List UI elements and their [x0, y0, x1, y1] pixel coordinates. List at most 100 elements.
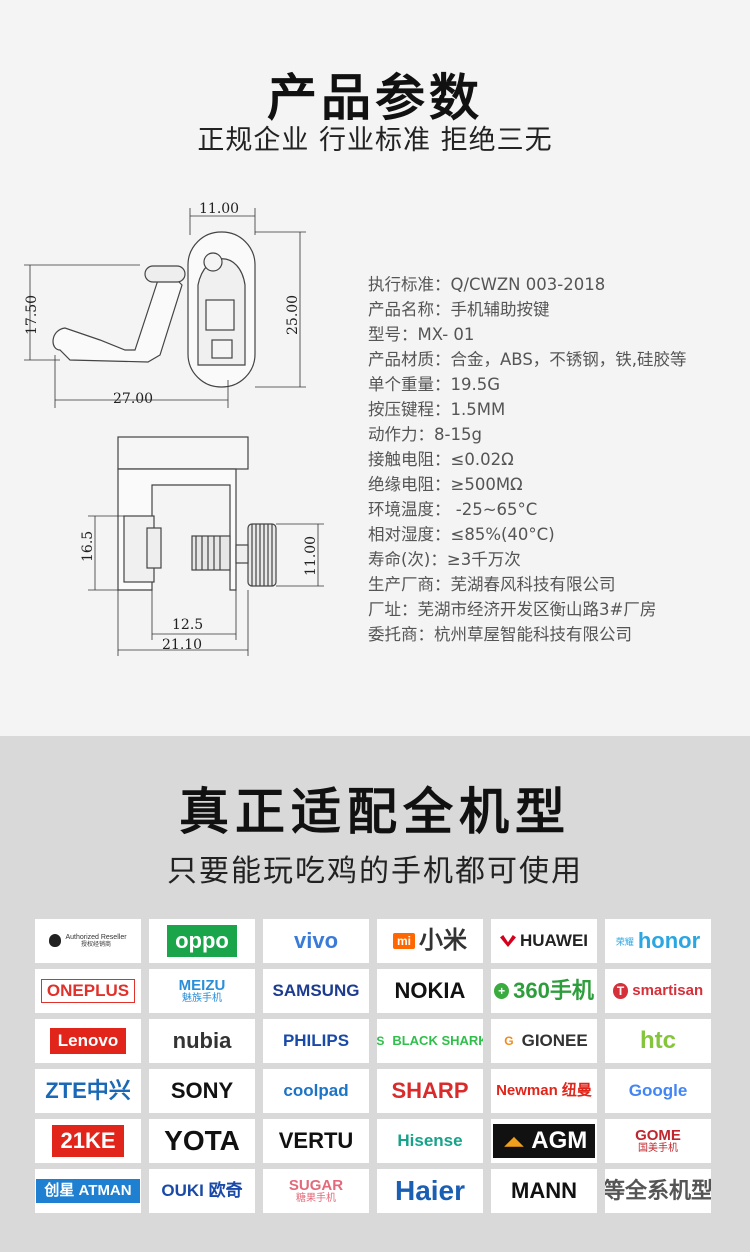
brand-tile: Haier	[377, 1169, 483, 1213]
brand-name: Authorized Reseller	[65, 934, 127, 942]
spec-weight: 单个重量：19.5G	[368, 375, 501, 394]
brand-tile: OUKI 欧奇	[149, 1169, 255, 1213]
top-view-dimensions	[24, 208, 306, 408]
brand-name: Newman 纽曼	[496, 1082, 592, 1100]
brand-tile: nubia	[149, 1019, 255, 1063]
brand-name: GIONEE	[521, 1031, 588, 1051]
brand-tile: G GIONEE	[491, 1019, 597, 1063]
brand-tile: SAMSUNG	[263, 969, 369, 1013]
brand-subtitle: 授权经销商	[80, 941, 111, 948]
brand-badge-icon: T	[612, 983, 629, 999]
brand-name: coolpad	[283, 1081, 349, 1101]
spec-standard: 执行标准：Q/CWZN 003-2018	[368, 275, 606, 294]
compat-title: 真正适配全机型	[179, 783, 571, 841]
brand-subtitle: 糖果手机	[295, 1192, 336, 1204]
spec-temperature: 环境温度： -25~65°C	[368, 500, 538, 519]
brand-tile: 创星 ATMAN	[35, 1169, 141, 1213]
dim-side-height-left: 16.5	[80, 531, 96, 562]
brand-tile: coolpad	[263, 1069, 369, 1113]
brand-name: SAMSUNG	[272, 981, 360, 1001]
brand-tile: 21KE	[35, 1119, 141, 1163]
brand-name: NOKIA	[394, 978, 466, 1004]
brand-tile: S BLACK SHARK	[377, 1019, 483, 1063]
brand-name: oppo	[175, 928, 229, 954]
brand-name: Haier	[394, 1175, 466, 1207]
product-params-section: 产品参数 正规企业 行业标准 拒绝三无 11.00 17.50 25.00 2	[24, 69, 740, 656]
spec-lifespan: 寿命(次)：≥3千万次	[368, 550, 521, 569]
apple-icon	[49, 934, 62, 948]
dim-side-total-width: 21.10	[162, 637, 202, 653]
brand-tile: Lenovo	[35, 1019, 141, 1063]
brand-badge-icon: ◢◣	[504, 1134, 524, 1148]
brand-name: ZTE中兴	[45, 1078, 131, 1104]
spec-material: 产品材质：合金，ABS，不锈钢，铁,硅胶等	[368, 350, 687, 369]
brand-tile: htc	[605, 1019, 711, 1063]
spec-contact-resistance: 接触电阻：≤0.02Ω	[368, 450, 514, 469]
brand-tile: SHARP	[377, 1069, 483, 1113]
dim-width-bottom: 27.00	[113, 391, 153, 407]
brand-name: MANN	[511, 1178, 577, 1204]
brand-name: BLACK SHARK	[392, 1033, 483, 1049]
brand-tile: VERTU	[263, 1119, 369, 1163]
spec-client: 委托商：杭州草屋智能科技有限公司	[368, 625, 632, 644]
huawei-icon	[500, 935, 516, 947]
compat-subtitle: 只要能玩吃鸡的手机都可使用	[167, 854, 583, 889]
brand-name: smartisan	[632, 982, 704, 1000]
brand-tile: ◢◣ AGM	[491, 1119, 597, 1163]
brand-name: 21KE	[60, 1128, 116, 1154]
brand-name: 360手机	[513, 978, 594, 1004]
brand-subtitle: 国美手机	[638, 1142, 678, 1154]
brand-tile: Google	[605, 1069, 711, 1113]
spec-humidity: 相对湿度：≤85%(40°C)	[368, 525, 555, 544]
dim-height-right: 25.00	[285, 295, 301, 335]
brand-name: OUKI 欧奇	[161, 1181, 243, 1201]
params-subtitle: 正规企业 行业标准 拒绝三无	[197, 125, 553, 156]
dim-side-inner-width: 12.5	[172, 617, 203, 633]
brand-name: SONY	[170, 1078, 234, 1104]
brand-name: 小米	[419, 927, 467, 955]
brand-subtitle: 魅族手机	[181, 992, 222, 1004]
brand-name: MEIZU	[178, 976, 226, 994]
spec-list: 执行标准：Q/CWZN 003-2018 产品名称：手机辅助按键 型号：MX- …	[368, 272, 740, 647]
brand-name: YOTA	[164, 1125, 240, 1157]
brand-prefix: 荣耀	[615, 936, 634, 947]
brand-name: 创星 ATMAN	[44, 1182, 132, 1200]
spec-model: 型号：MX- 01	[368, 325, 475, 344]
brand-name: ONEPLUS	[46, 981, 130, 1001]
brand-name: 等全系机型	[605, 1178, 711, 1204]
brand-name: Hisense	[397, 1131, 463, 1151]
spec-insulation: 绝缘电阻：≥500MΩ	[368, 475, 523, 494]
brand-name: SHARP	[391, 1078, 469, 1104]
brand-name: SUGAR	[288, 1176, 344, 1194]
spec-travel: 按压键程：1.5MM	[368, 400, 506, 419]
side-view-drawing	[117, 436, 277, 591]
brand-tile: MANN	[491, 1169, 597, 1213]
brand-tile: Hisense	[377, 1119, 483, 1163]
brand-tile: 等全系机型	[605, 1169, 711, 1213]
brand-tile: +360手机	[491, 969, 597, 1013]
brand-name: Lenovo	[57, 1031, 119, 1051]
brand-name: VERTU	[278, 1128, 354, 1154]
dim-side-height-right: 11.00	[303, 536, 319, 576]
brand-name: AGM	[531, 1127, 588, 1155]
brand-tile: NOKIA	[377, 969, 483, 1013]
spec-manufacturer: 生产厂商：芜湖春风科技有限公司	[368, 575, 616, 594]
brand-name: vivo	[293, 928, 339, 954]
brand-tile: SONY	[149, 1069, 255, 1113]
brand-badge-icon: +	[494, 983, 510, 999]
brand-tile: oppo	[149, 919, 255, 963]
brand-badge-icon: S	[377, 1034, 385, 1048]
brand-tile: vivo	[263, 919, 369, 963]
brand-name: HUAWEI	[520, 931, 588, 951]
top-view-drawing	[52, 231, 256, 388]
brand-name: honor	[637, 928, 701, 954]
brand-badge-icon: G	[504, 1034, 514, 1048]
